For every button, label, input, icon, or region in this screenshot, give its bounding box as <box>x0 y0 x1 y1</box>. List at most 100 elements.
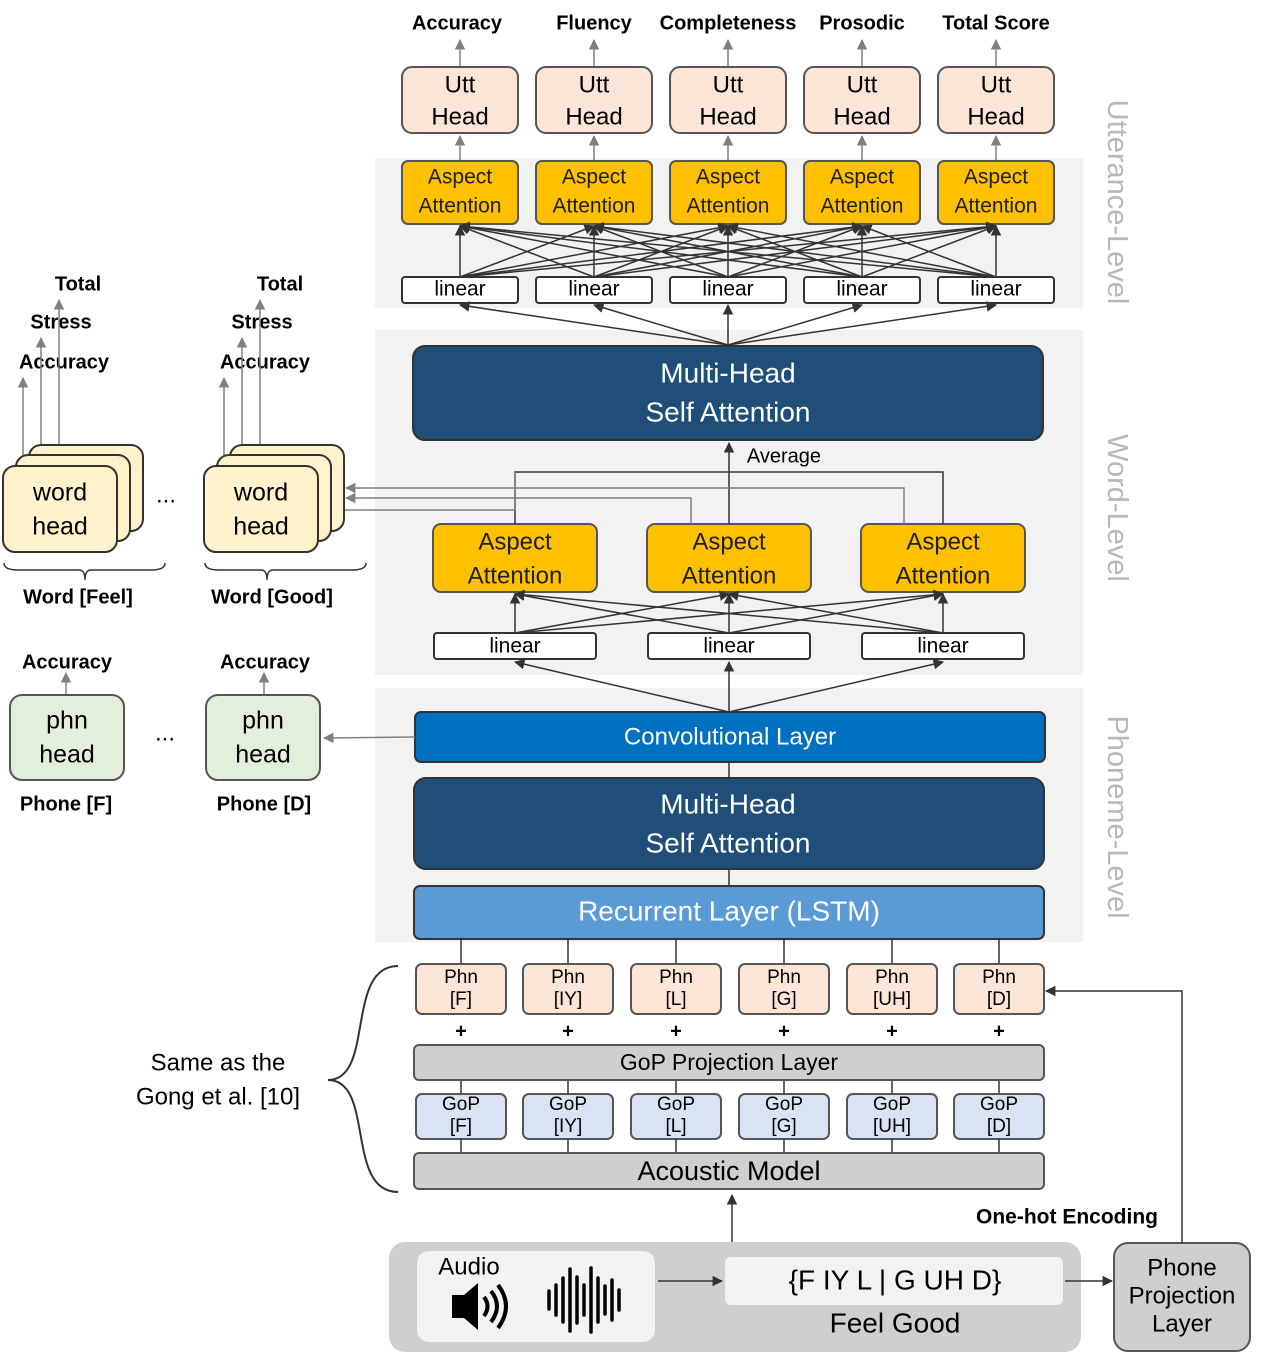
utt-linear-label: linear <box>836 278 887 301</box>
word-linear-to-attention-arrow <box>513 590 730 634</box>
mhsa-to-utt-linear-arrow <box>592 302 729 346</box>
word-mhsa-block <box>412 345 1044 441</box>
word-group-brace <box>204 562 367 581</box>
phn-embedding-label: Phn <box>659 967 693 988</box>
utterance-output-label: Total Score <box>942 12 1049 34</box>
projection-to-phn-line <box>1044 985 1183 1243</box>
phn-embedding-label: Phn <box>767 967 801 988</box>
utterance-output-label: Prosodic <box>819 12 905 34</box>
utt-head <box>937 66 1055 134</box>
phone-projection-label: Projection <box>1129 1282 1236 1309</box>
plus-sign: + <box>993 1020 1005 1042</box>
utt-head <box>535 66 653 134</box>
recurrent-layer-label: Recurrent Layer (LSTM) <box>578 895 880 926</box>
utt-aspect-attention-label: Aspect <box>964 166 1028 189</box>
word-head-label: head <box>32 513 88 541</box>
word-aspect-attention-label: Aspect <box>906 528 980 555</box>
utt-linear-to-attention-arrow <box>458 221 863 278</box>
speaker-icon <box>452 1283 508 1330</box>
phn-head <box>9 694 125 781</box>
utt-aspect-attention-label: Aspect <box>830 166 894 189</box>
phn-embedding <box>522 963 614 1015</box>
phn-embedding <box>953 963 1045 1015</box>
word-aspect-attention-label: Aspect <box>692 528 766 555</box>
same-as-note: Gong et al. [10] <box>136 1083 300 1110</box>
utt-aspect-attention-label: Aspect <box>696 166 760 189</box>
sentence-text: Feel Good <box>830 1307 961 1338</box>
utt-head-label: Head <box>699 103 756 130</box>
utt-head-label: Utt <box>847 71 878 98</box>
conv-to-phn-head-arrow <box>322 732 416 744</box>
plus-sign: + <box>562 1020 574 1042</box>
word-output-stress: Stress <box>30 311 91 333</box>
utt-head-label: Head <box>967 103 1024 130</box>
mhsa-to-utt-linear-arrow <box>458 301 729 346</box>
word-head-label: word <box>233 479 288 507</box>
gop-projection-layer <box>413 1044 1045 1081</box>
word-output-accuracy: Accuracy <box>220 351 311 373</box>
gop-feature-label: [G] <box>771 1116 796 1137</box>
word-head-label: head <box>233 513 289 541</box>
word-linear-label: linear <box>489 635 540 658</box>
plus-sign: + <box>670 1020 682 1042</box>
phone-projection-label: Phone <box>1147 1254 1216 1281</box>
utt-head-label: Utt <box>981 71 1012 98</box>
gop-feature-label: [IY] <box>554 1116 583 1137</box>
transcript-box <box>725 1257 1063 1305</box>
word-linear-to-attention-arrow <box>513 589 944 634</box>
word-ellipsis: ... <box>156 481 176 508</box>
phn-embedding-label: [L] <box>665 989 686 1010</box>
word-aspect-attention-label: Attention <box>468 562 563 589</box>
gop-feature-label: [UH] <box>873 1116 911 1137</box>
utt-head-label: Utt <box>713 71 744 98</box>
mhsa-to-utt-linear-arrow <box>727 302 864 346</box>
gop-feature-label: [D] <box>987 1116 1011 1137</box>
gop-feature-label: GoP <box>873 1094 911 1115</box>
word-group-brace <box>3 562 166 581</box>
utt-linear-to-attention-arrow <box>726 222 997 278</box>
phn-head <box>205 694 321 781</box>
utt-aspect-attention-label: Aspect <box>562 166 626 189</box>
phn-embedding-label: Phn <box>982 967 1016 988</box>
phoneme-mhsa-label: Self Attention <box>645 827 810 858</box>
word-aspect-attention-label: Aspect <box>478 528 552 555</box>
utt-aspect-attention-label: Attention <box>419 195 502 218</box>
convolutional-layer-label: Convolutional Layer <box>624 723 836 750</box>
word-output-accuracy: Accuracy <box>19 351 110 373</box>
phn-embedding <box>738 963 830 1015</box>
word-linear-label: linear <box>917 635 968 658</box>
phn-embedding-label: [IY] <box>554 989 583 1010</box>
waveform-icon <box>547 1266 621 1334</box>
phn-embedding <box>846 963 938 1015</box>
recurrent-layer <box>413 885 1045 940</box>
mhsa-to-utt-linear-arrow <box>727 301 998 346</box>
word-output-total: Total <box>55 273 101 295</box>
plus-sign: + <box>886 1020 898 1042</box>
gop-feature-label: [L] <box>665 1116 686 1137</box>
phn-head-label: head <box>235 741 291 769</box>
phn-output-accuracy: Accuracy <box>22 651 113 673</box>
gop-feature-label: GoP <box>549 1094 587 1115</box>
attention-to-word-head-line <box>344 482 905 524</box>
utt-linear-to-attention-arrow <box>459 224 595 278</box>
acoustic-model <box>413 1152 1045 1190</box>
attention-to-word-head-line <box>344 492 692 524</box>
word-head-card <box>203 465 319 553</box>
utt-head-label: Head <box>431 103 488 130</box>
utt-head <box>401 66 519 134</box>
word-linear-to-attention-arrow <box>727 590 944 634</box>
word-output-total: Total <box>257 273 303 295</box>
phn-embedding <box>415 963 507 1015</box>
phn-embedding-label: [D] <box>987 989 1011 1010</box>
gop-feature-label: [F] <box>450 1116 472 1137</box>
phn-embedding-label: Phn <box>875 967 909 988</box>
utterance-output-label: Fluency <box>556 12 632 34</box>
utterance-output-label: Accuracy <box>412 12 503 34</box>
word-head-card <box>2 465 118 553</box>
utt-head <box>803 66 921 134</box>
attention-to-word-head-line <box>318 472 516 516</box>
one-hot-encoding-label: One-hot Encoding <box>976 1206 1158 1229</box>
word-aspect-attention-label: Attention <box>896 562 991 589</box>
utt-head-label: Head <box>565 103 622 130</box>
